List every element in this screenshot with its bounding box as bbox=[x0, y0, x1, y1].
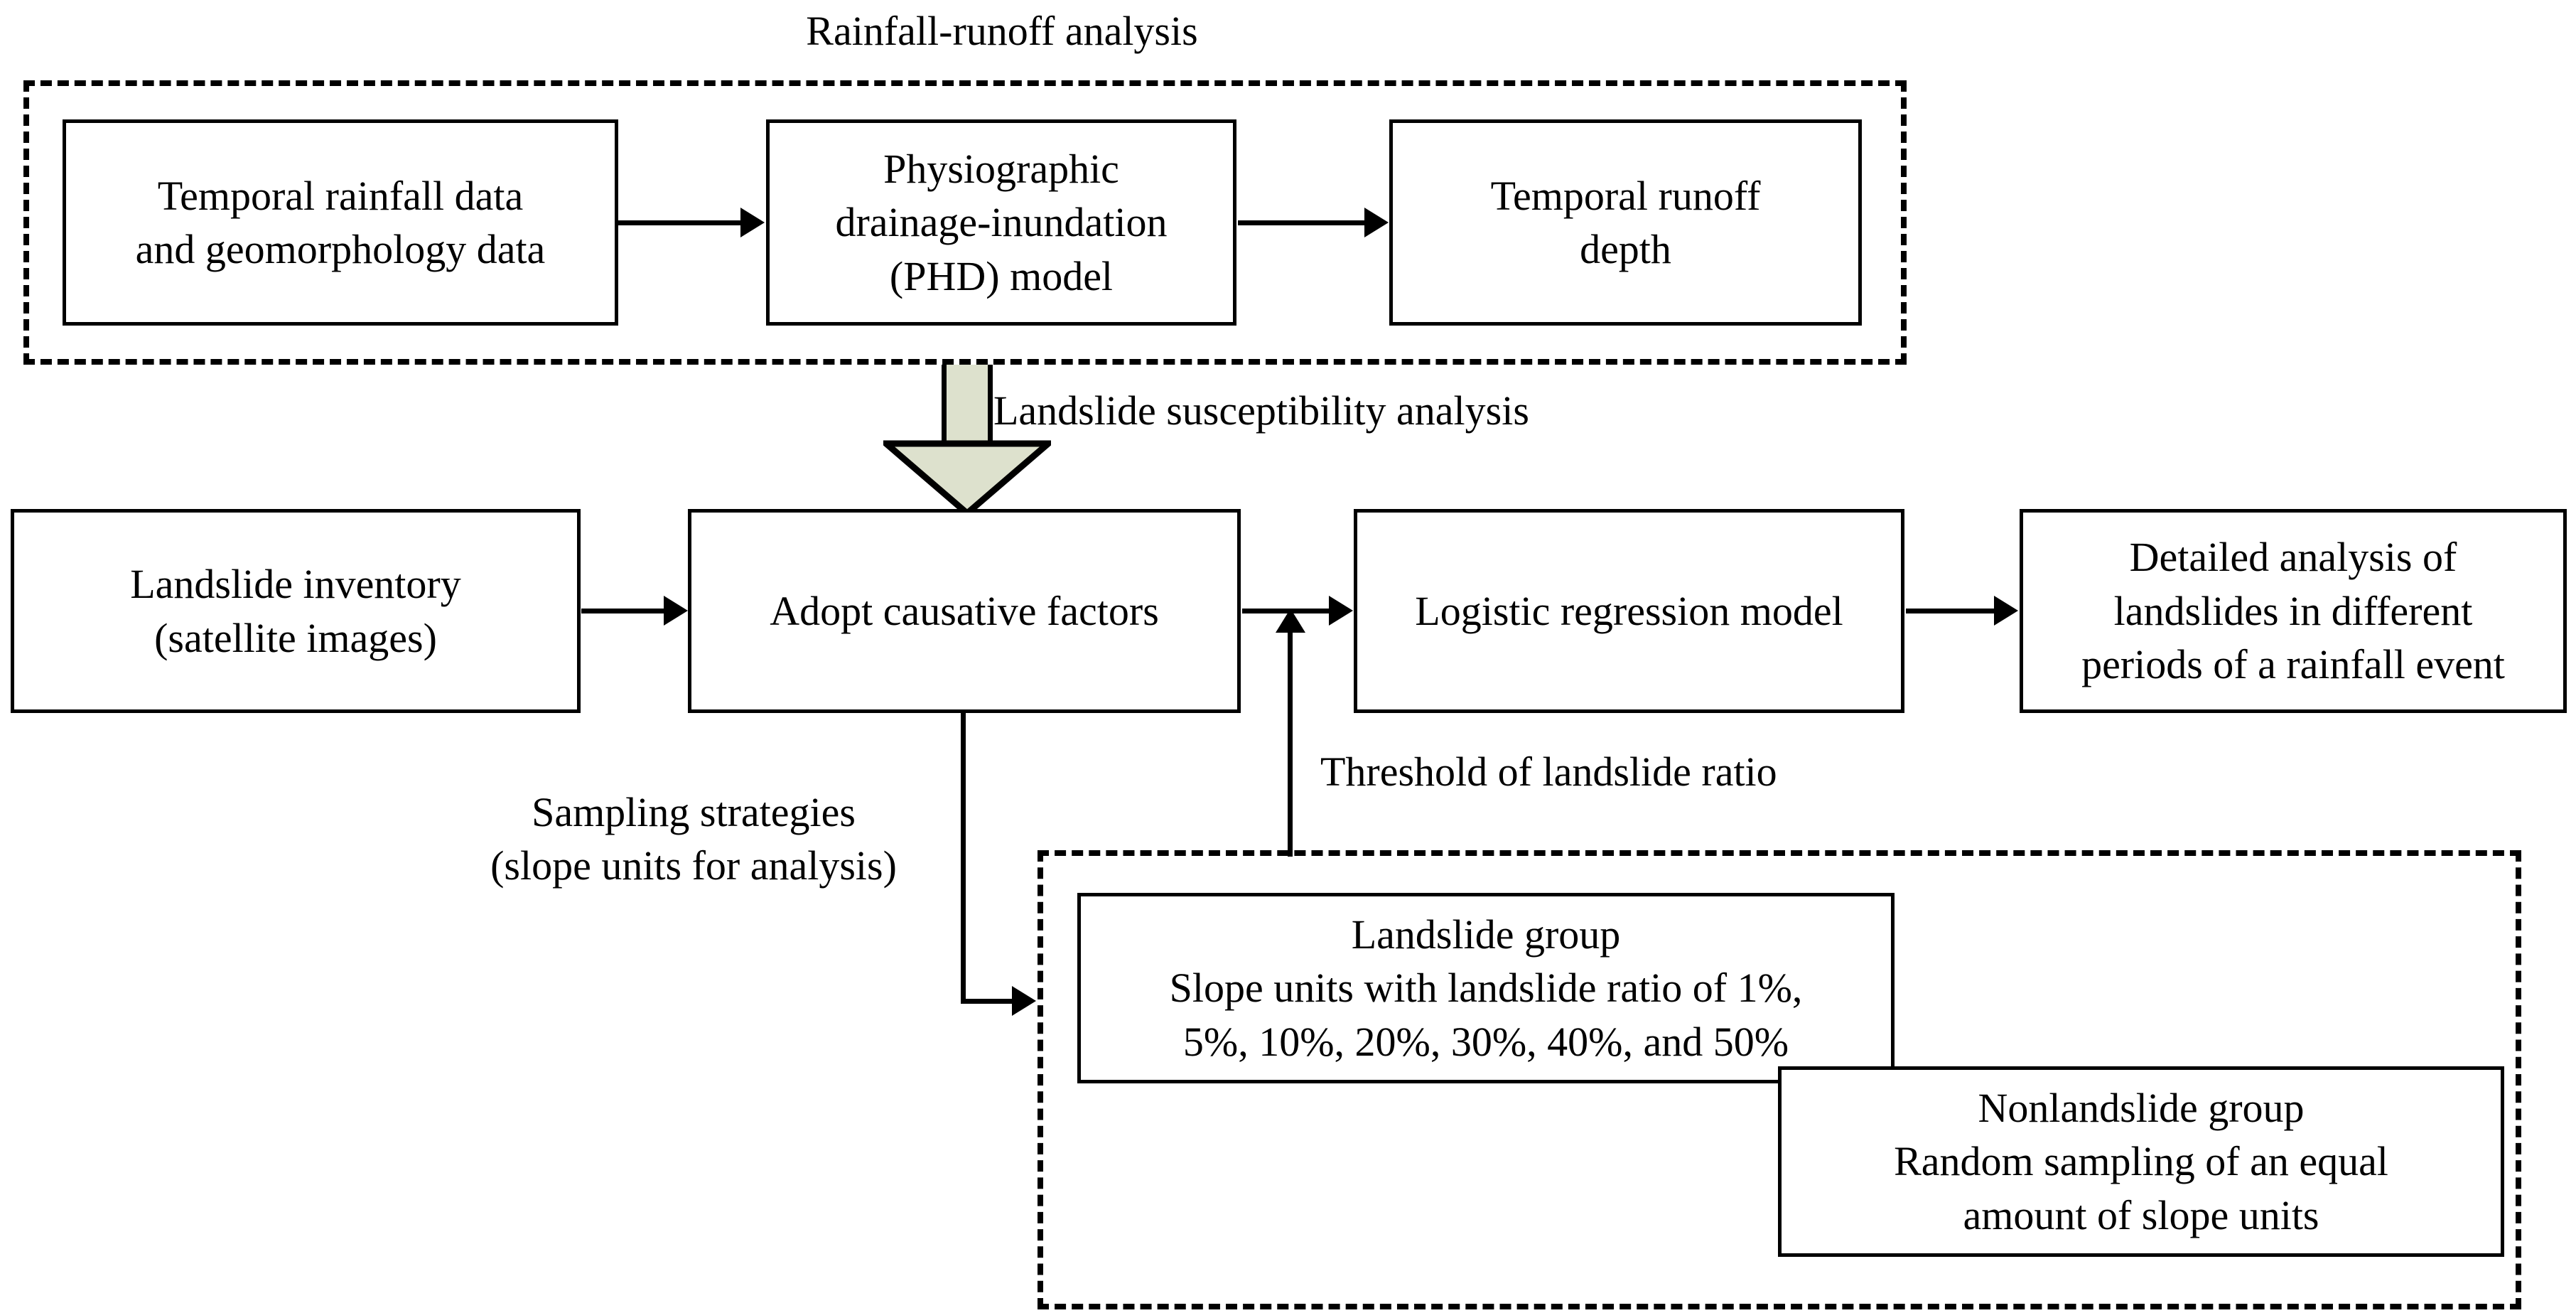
edge-logistic-to-detailed-arrowhead bbox=[1994, 596, 2018, 626]
edge-causative-to-logistic-arrowhead bbox=[1329, 596, 1353, 626]
edge-threshold-line bbox=[1288, 626, 1293, 857]
node-text: Landslide inventory(satellite images) bbox=[130, 561, 461, 661]
edge-sampling-vertical bbox=[961, 711, 966, 1004]
edge-sampling-horizontal bbox=[961, 999, 1012, 1004]
edge-sampling-arrowhead bbox=[1012, 986, 1036, 1016]
node-landslide-inventory[interactable]: Landslide inventory(satellite images) bbox=[11, 509, 581, 713]
edge-label-susceptibility: Landslide susceptibility analysis bbox=[993, 387, 1529, 434]
edge-rainfall-to-phd-line bbox=[618, 220, 740, 225]
edge-phd-to-runoff-line bbox=[1238, 220, 1364, 225]
susceptibility-arrow-shaft bbox=[942, 365, 993, 444]
node-adopt-causative-factors[interactable]: Adopt causative factors bbox=[688, 509, 1241, 713]
edge-label-sampling-strategies: Sampling strategies(slope units for anal… bbox=[490, 789, 897, 889]
rainfall-runoff-analysis-title: Rainfall-runoff analysis bbox=[806, 8, 1198, 54]
node-text: Adopt causative factors bbox=[770, 587, 1159, 634]
edge-logistic-to-detailed-line bbox=[1906, 609, 1994, 613]
edge-rainfall-to-phd-arrowhead bbox=[740, 208, 765, 237]
edge-label-threshold: Threshold of landslide ratio bbox=[1320, 749, 1777, 795]
rainfall-runoff-group-border bbox=[23, 80, 1907, 365]
edge-threshold-arrowhead bbox=[1276, 609, 1305, 633]
edge-inventory-to-causative-line bbox=[581, 609, 664, 613]
susceptibility-arrow-head bbox=[883, 439, 1051, 516]
edge-inventory-to-causative-arrowhead bbox=[664, 596, 688, 626]
node-logistic-regression-model[interactable]: Logistic regression model bbox=[1354, 509, 1904, 713]
sampling-groups-border bbox=[1038, 850, 2521, 1309]
edge-phd-to-runoff-arrowhead bbox=[1364, 208, 1389, 237]
node-text: Logistic regression model bbox=[1415, 587, 1843, 634]
